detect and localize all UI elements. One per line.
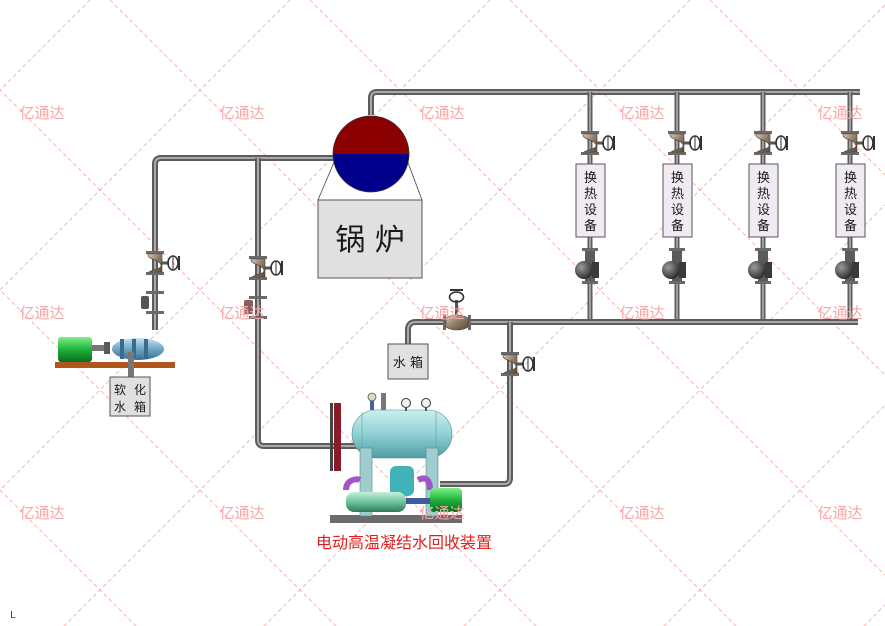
- watermark-text: 亿通达: [219, 304, 264, 322]
- heat-exchanger-label-char: 热: [757, 187, 770, 202]
- vent-valve-icon: [381, 393, 386, 410]
- pump-motor: [58, 337, 92, 362]
- watermark-line: [63, 0, 691, 626]
- watermark-text: 亿通达: [19, 504, 64, 522]
- boiler: 锅 炉: [317, 115, 423, 279]
- heat-exchanger-label-char: 设: [671, 203, 684, 218]
- watermark-text: 亿通达: [817, 504, 862, 522]
- watermark-line: [0, 0, 491, 491]
- heat-exchanger-box: [575, 163, 606, 238]
- watermark-line: [709, 0, 885, 176]
- water-tank: 水 箱: [387, 343, 429, 380]
- watermark-line: [263, 4, 885, 626]
- steam-trap[interactable]: [835, 248, 859, 284]
- check-valve-return[interactable]: [244, 296, 267, 319]
- recovery-unit-caption: 电动高温凝结水回收装置: [316, 533, 492, 552]
- heat-exchanger-label-char: 换: [671, 171, 684, 186]
- steam-trap[interactable]: [748, 248, 772, 284]
- heat-exchanger-box: [835, 163, 866, 238]
- heat-exchanger-label-char: 备: [584, 218, 597, 234]
- buffer-vessel: [390, 466, 414, 496]
- heat-exchanger-label-char: 备: [757, 218, 770, 234]
- heat-exchanger-box: [748, 163, 779, 238]
- heat-exchanger-label-char: 换: [757, 171, 770, 186]
- water-tank-label: 水 箱: [393, 355, 423, 371]
- condensate-recovery-unit: [330, 392, 462, 523]
- watermark-text: 亿通达: [419, 504, 464, 522]
- pump-base: [55, 362, 175, 368]
- steam-trap[interactable]: [575, 248, 599, 284]
- watermark-text: 亿通达: [19, 104, 64, 122]
- heat-exchanger-label-char: 换: [584, 171, 597, 186]
- softened-tank-char: 化: [134, 383, 146, 397]
- watermark-text: 亿通达: [19, 304, 64, 322]
- heat-exchanger-label-char: 设: [844, 203, 857, 218]
- heat-exchanger-label-char: 换: [844, 171, 857, 186]
- softened-water-tank: 软 化 水 箱: [109, 376, 151, 417]
- feed-pump: [112, 338, 164, 360]
- watermark-text: 亿通达: [817, 304, 862, 322]
- watermark-text: 亿通达: [419, 304, 464, 322]
- watermark-text: 亿通达: [419, 104, 464, 122]
- steam-trap[interactable]: [662, 248, 686, 284]
- feed-pump-assembly: [55, 337, 175, 378]
- header-globe-valve[interactable]: [443, 289, 471, 331]
- softened-tank-char: 软: [114, 383, 126, 397]
- softened-water-tank-box: [109, 376, 151, 417]
- corner-mark: L: [10, 610, 16, 621]
- softened-tank-char: 水: [114, 400, 126, 414]
- watermark-text: 亿通达: [219, 104, 264, 122]
- watermark-text: 亿通达: [619, 504, 664, 522]
- watermark-line: [863, 604, 885, 626]
- heat-exchanger-label-char: 热: [844, 187, 857, 202]
- water-tank-box: [387, 343, 429, 380]
- heat-exchanger-label-char: 热: [671, 187, 684, 202]
- watermark-line: [0, 0, 291, 291]
- recovery-pump: [346, 492, 406, 512]
- branch-inlet-valve[interactable]: [667, 130, 703, 156]
- watermark-line: [109, 0, 737, 626]
- heat-exchanger-label-char: 备: [671, 218, 684, 234]
- pressure-gauge-icon: [401, 398, 411, 408]
- watermark-line: [509, 0, 885, 376]
- watermark-text: 亿通达: [817, 104, 862, 122]
- branch-inlet-valve[interactable]: [580, 130, 616, 156]
- watermark-labels: 亿通达亿通达亿通达亿通达亿通达亿通达亿通达亿通达亿通达亿通达亿通达亿通达亿通达亿…: [19, 104, 862, 522]
- check-valve-feed[interactable]: [141, 291, 164, 314]
- watermark-text: 亿通达: [619, 304, 664, 322]
- heat-exchanger-label-char: 备: [844, 218, 857, 234]
- condensate-header-pipe: [405, 319, 858, 345]
- level-gauge: [330, 403, 341, 471]
- boiler-label-box: [317, 199, 423, 279]
- unit-base: [330, 515, 462, 523]
- pump-discharge-pipe: [440, 322, 513, 487]
- watermark-text: 亿通达: [219, 504, 264, 522]
- branch-inlet-valve[interactable]: [840, 130, 876, 156]
- condensate-tank: [351, 409, 453, 459]
- heat-exchanger-label-char: 热: [584, 187, 597, 202]
- softened-tank-char: 箱: [134, 399, 146, 414]
- heat-exchanger-label-char: 设: [757, 203, 770, 218]
- heat-exchanger-label-char: 设: [584, 203, 597, 218]
- watermark-text: 亿通达: [619, 104, 664, 122]
- return-line-valve[interactable]: [248, 255, 284, 281]
- recovery-pump-motor: [430, 488, 462, 512]
- watermark-line: [309, 0, 885, 576]
- heat-exchanger-box: [662, 163, 693, 238]
- safety-valve-icon: [367, 392, 377, 402]
- feed-line-valve[interactable]: [145, 250, 181, 276]
- watermark-line: [0, 89, 537, 626]
- branch-inlet-valve[interactable]: [753, 130, 789, 156]
- pressure-gauge-icon: [421, 398, 431, 408]
- boiler-label: 锅 炉: [335, 223, 405, 258]
